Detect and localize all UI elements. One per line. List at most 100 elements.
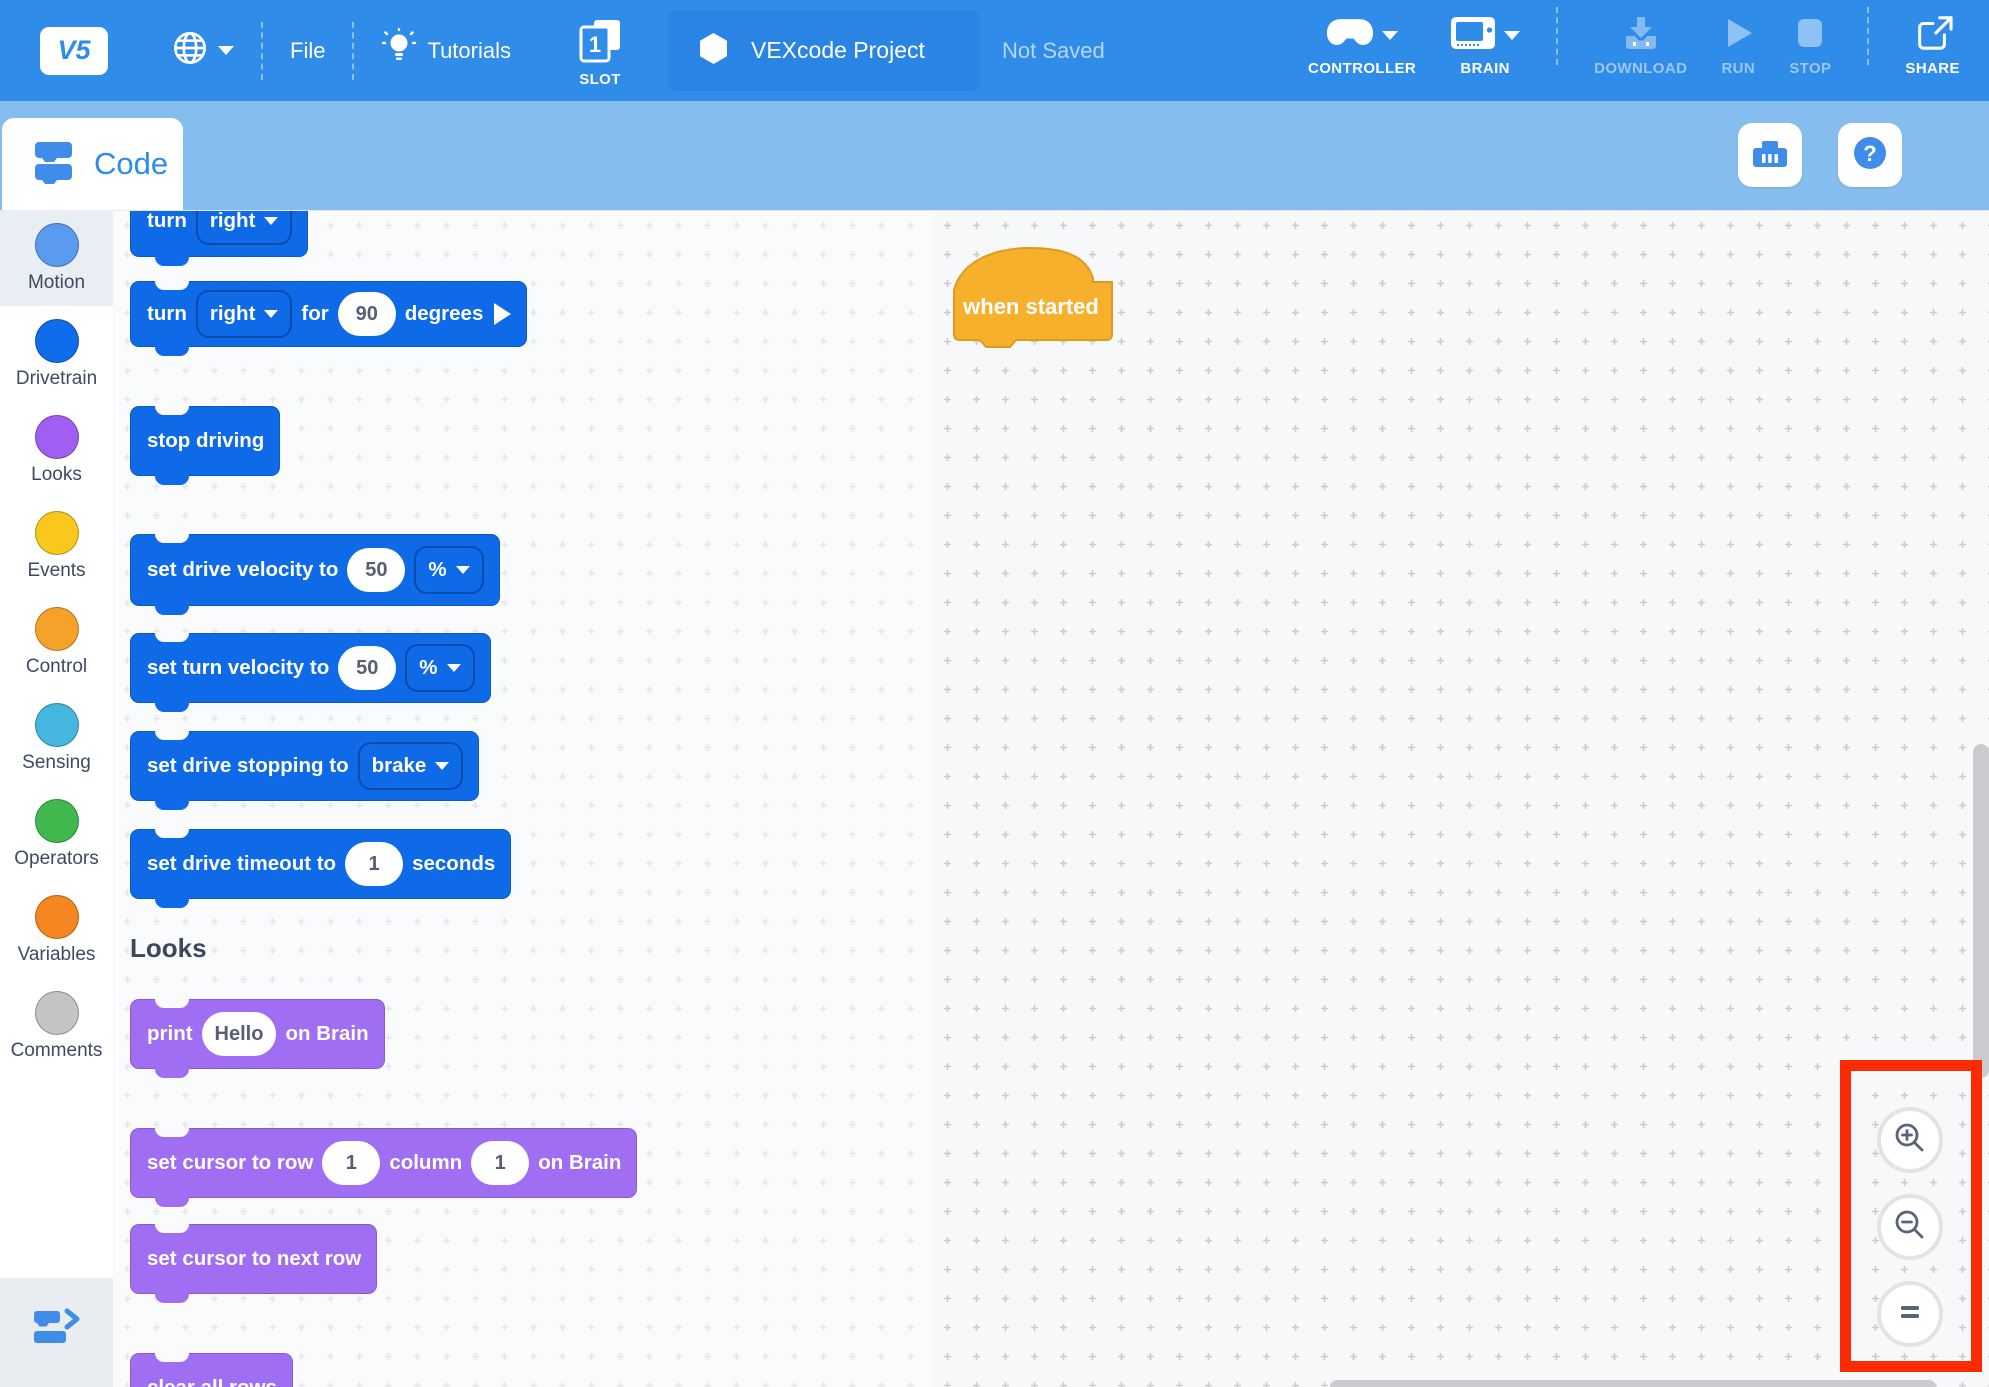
- language-menu[interactable]: [172, 30, 234, 71]
- zoom-in-button[interactable]: [1877, 1107, 1943, 1173]
- block-value-input[interactable]: 1: [471, 1141, 530, 1185]
- control-category-icon: [34, 606, 79, 651]
- collapse-toolbox-button[interactable]: [0, 1278, 113, 1387]
- block-dropdown[interactable]: %: [414, 546, 484, 594]
- sidebar-item-looks[interactable]: Looks: [0, 402, 113, 498]
- block-dropdown[interactable]: brake: [357, 742, 464, 790]
- brain-button[interactable]: BRAIN: [1450, 7, 1521, 77]
- block-value-input[interactable]: Hello: [201, 1012, 277, 1056]
- block-text: set turn velocity to: [147, 656, 330, 679]
- sidebar-item-comments[interactable]: Comments: [0, 978, 113, 1074]
- block-value-input[interactable]: 90: [337, 292, 396, 336]
- device-port-icon: [1750, 136, 1790, 175]
- lightbulb-icon: [381, 27, 417, 73]
- block-text: print: [147, 1022, 193, 1045]
- sidebar-item-operators[interactable]: Operators: [0, 786, 113, 882]
- block-stop-driving[interactable]: stop driving: [130, 406, 281, 485]
- annotation-highlight-box: [1840, 1060, 1982, 1372]
- canvas-dot-grid: [933, 211, 1989, 1387]
- block-set-turn-velocity[interactable]: set turn velocity to 50%: [130, 633, 491, 712]
- sidebar-item-events[interactable]: Events: [0, 498, 113, 594]
- slot-button[interactable]: 1 SLOT: [577, 19, 623, 88]
- project-name-box[interactable]: VEXcode Project: [668, 10, 980, 91]
- project-name: VEXcode Project: [751, 37, 925, 63]
- chevron-down-icon: [1382, 30, 1399, 40]
- slot-label: SLOT: [579, 71, 621, 88]
- reset-zoom-icon: [1895, 1300, 1925, 1329]
- block-text: set drive timeout to: [147, 852, 337, 875]
- sidebar-item-label: Motion: [27, 271, 86, 293]
- block-set-cursor-next-row[interactable]: set cursor to next row: [130, 1224, 378, 1303]
- block-dropdown[interactable]: right: [195, 290, 293, 338]
- canvas-vertical-scrollbar[interactable]: [1973, 744, 1989, 1078]
- block-text: set drive velocity to: [147, 558, 339, 581]
- download-icon: [1619, 15, 1663, 56]
- tab-code[interactable]: Code: [2, 118, 183, 210]
- globe-icon: [172, 30, 208, 71]
- block-when-started[interactable]: when started: [952, 244, 1116, 350]
- zoom-in-icon: [1893, 1121, 1927, 1160]
- sidebar-item-variables[interactable]: Variables: [0, 882, 113, 978]
- block-clear-all-rows[interactable]: clear all rows: [130, 1353, 293, 1387]
- file-menu[interactable]: File: [290, 37, 326, 63]
- block-text: turn: [147, 210, 187, 232]
- sidebar-item-label: Control: [25, 655, 88, 677]
- block-dropdown[interactable]: right: [195, 211, 293, 245]
- run-button[interactable]: RUN: [1721, 7, 1755, 77]
- svg-text:1: 1: [589, 32, 601, 57]
- block-text: set drive stopping to: [147, 754, 349, 777]
- dropdown-value: brake: [371, 754, 427, 777]
- header-right-group: CONTROLLER: [1308, 7, 1960, 97]
- block-set-drive-stopping[interactable]: set drive stopping to brake: [130, 731, 480, 810]
- block-dropdown[interactable]: %: [405, 644, 475, 692]
- block-value-input[interactable]: 1: [345, 842, 404, 886]
- device-info-button[interactable]: [1738, 123, 1802, 187]
- hexagon-icon: [700, 32, 727, 69]
- help-button[interactable]: ?: [1838, 123, 1902, 187]
- download-button[interactable]: DOWNLOAD: [1594, 7, 1687, 77]
- logo-text: V5: [57, 35, 91, 65]
- zoom-out-button[interactable]: [1877, 1194, 1943, 1260]
- block-value-input[interactable]: 1: [322, 1141, 381, 1185]
- workspace-canvas[interactable]: when started: [933, 210, 1989, 1387]
- stop-icon: [1794, 16, 1826, 55]
- block-text: turn: [147, 302, 187, 325]
- sidebar-item-label: Operators: [14, 847, 99, 869]
- block-text: seconds: [412, 852, 496, 875]
- sidebar-item-drivetrain[interactable]: Drivetrain: [0, 306, 113, 402]
- share-button[interactable]: SHARE: [1905, 7, 1960, 77]
- tutorials-button[interactable]: Tutorials: [381, 27, 511, 73]
- reset-zoom-button[interactable]: [1877, 1281, 1943, 1347]
- play-triangle-icon: [494, 303, 512, 325]
- sidebar-item-label: Variables: [17, 943, 96, 965]
- block-turn-clipped[interactable]: turn right: [130, 210, 309, 266]
- block-set-drive-timeout[interactable]: set drive timeout to 1 seconds: [130, 829, 512, 908]
- sidebar-item-sensing[interactable]: Sensing: [0, 690, 113, 786]
- controller-button[interactable]: CONTROLLER: [1308, 7, 1416, 77]
- controller-label: CONTROLLER: [1308, 60, 1417, 77]
- drivetrain-category-icon: [34, 318, 79, 363]
- block-value-input[interactable]: 50: [338, 646, 397, 690]
- block-text: column: [389, 1151, 463, 1174]
- top-header-bar: V5 File: [0, 0, 1989, 101]
- chevron-down-icon: [264, 217, 279, 225]
- sidebar-item-control[interactable]: Control: [0, 594, 113, 690]
- block-text: for: [301, 302, 329, 325]
- variables-category-icon: [34, 894, 79, 939]
- block-text: clear all rows: [147, 1376, 277, 1387]
- vex-v5-logo[interactable]: V5: [40, 26, 108, 75]
- tutorials-label: Tutorials: [427, 37, 511, 63]
- block-value-input[interactable]: 50: [347, 548, 406, 592]
- dropdown-value: %: [419, 656, 438, 679]
- sidebar-item-motion[interactable]: Motion: [0, 210, 113, 306]
- dropdown-value: right: [209, 302, 256, 325]
- stop-button[interactable]: STOP: [1789, 7, 1831, 77]
- block-set-drive-velocity[interactable]: set drive velocity to 50%: [130, 534, 500, 615]
- canvas-horizontal-scrollbar[interactable]: [1330, 1380, 1936, 1387]
- sidebar-item-label: Comments: [10, 1039, 103, 1061]
